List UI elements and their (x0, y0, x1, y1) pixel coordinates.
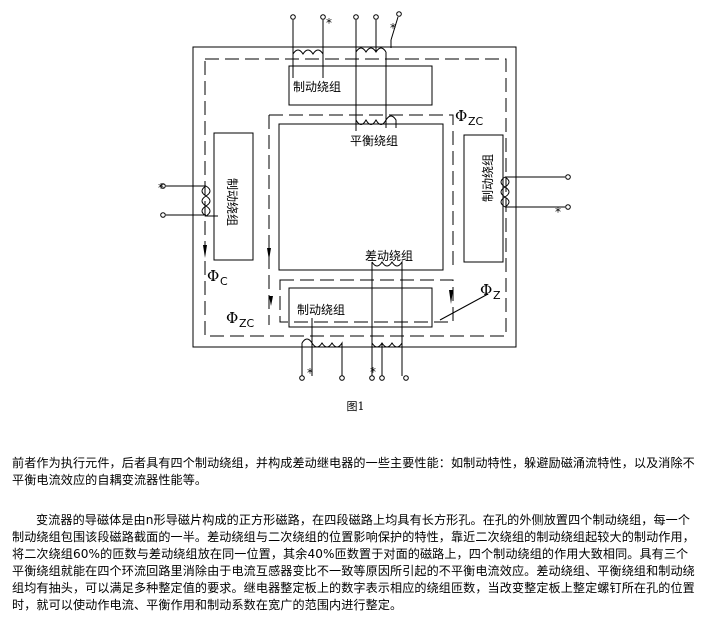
label-diff: 差动绕组 (365, 249, 413, 263)
flux-label-c: Φ C (207, 267, 228, 288)
flux-arrow-lower (269, 296, 273, 306)
svg-text:Z: Z (493, 289, 501, 302)
label-balance: 平衡绕组 (350, 134, 398, 148)
polarity-star-bottom: * (307, 366, 313, 380)
right-brake-coil (500, 174, 571, 210)
flux-arrow-right (449, 290, 453, 304)
brake-winding-bottom-box (288, 287, 433, 328)
paragraph-intro: 前者作为执行元件，后者具有四个制动绕组，并构成差动继电器的一些主要性能：如制动特… (12, 456, 695, 487)
polarity-star-diff: * (370, 365, 376, 379)
flux-path-outer (204, 58, 507, 337)
svg-text:C: C (220, 275, 228, 288)
polarity-star-left: * (158, 181, 164, 195)
polarity-star-right: * (555, 205, 561, 219)
label-brake-bottom: 制动绕组 (297, 303, 345, 317)
flux-arrow-inner (267, 248, 271, 260)
label-brake-top: 制动绕组 (293, 80, 341, 94)
flux-label-zc-bottom: Φ ZC (226, 309, 255, 330)
flux-path-inner-upper (269, 114, 454, 265)
svg-text:Φ: Φ (480, 281, 492, 299)
label-brake-left: 制动绕组 (225, 178, 239, 226)
svg-text:ZC: ZC (239, 317, 255, 330)
polarity-star-balance: * (390, 21, 396, 35)
svg-text:Φ: Φ (455, 107, 467, 125)
bottom-brake-coil (299, 318, 345, 381)
svg-text:Φ: Φ (226, 309, 238, 327)
transformer-core-diagram: 制动绕组 平衡绕组 制动绕组 制动绕组 差动绕组 制动绕组 * * * * * … (158, 11, 571, 381)
label-brake-right: 制动绕组 (481, 154, 495, 202)
svg-text:ZC: ZC (468, 115, 484, 128)
flux-arrow-left (203, 245, 207, 258)
phi-z-leader (439, 293, 489, 321)
top-brake-coil (290, 14, 326, 78)
left-brake-coil (160, 183, 218, 218)
polarity-star-top: * (326, 16, 332, 30)
flux-label-zc-top: Φ ZC (455, 107, 484, 128)
differential-winding-coil (369, 260, 409, 381)
flux-label-z: Φ Z (480, 281, 501, 302)
svg-text:Φ: Φ (207, 267, 219, 285)
brake-winding-left-box (213, 132, 254, 261)
figure-caption: 图1 (346, 400, 365, 413)
brake-winding-top-box (288, 65, 433, 106)
paragraph-core-description: 变流器的导磁体是由n形导磁片构成的正方形磁路，在四段磁路上均具有长方形孔。在孔的… (12, 513, 695, 612)
flux-path-lower-loop (279, 279, 454, 323)
core-outer-frame (192, 46, 517, 348)
balance-winding-coil (353, 11, 402, 131)
